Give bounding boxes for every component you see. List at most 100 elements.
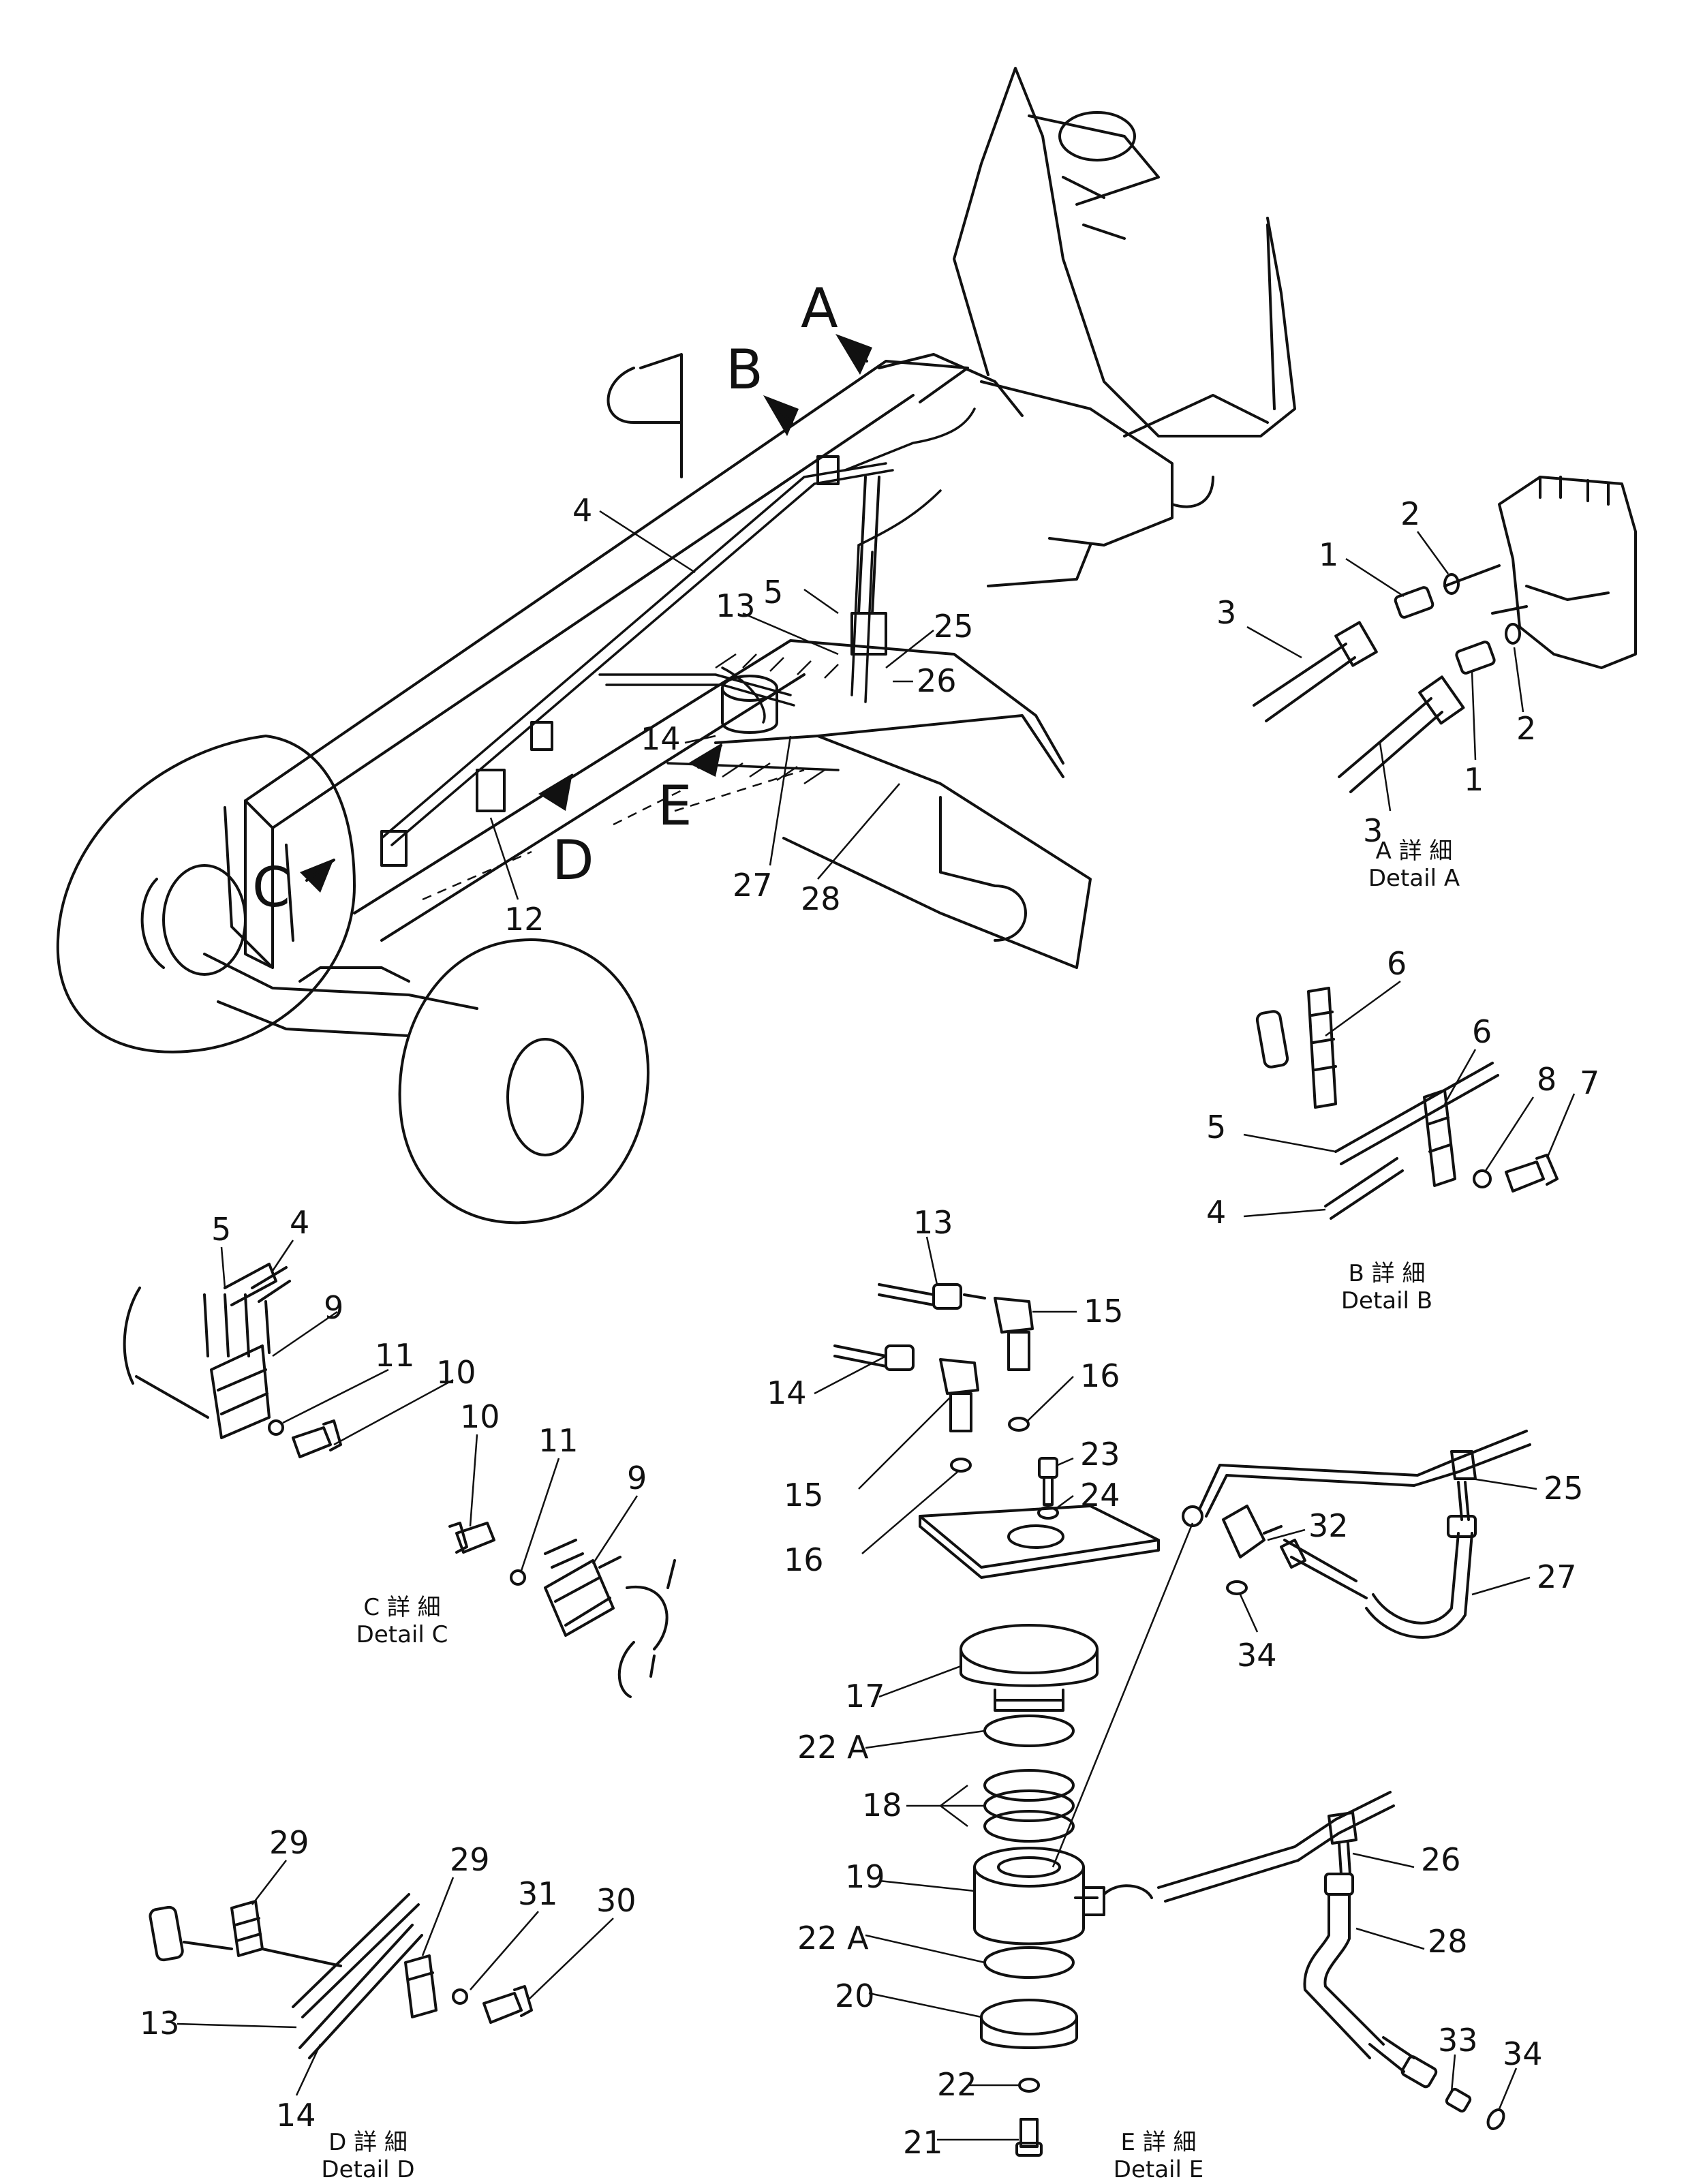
callout-10: 10	[436, 1354, 476, 1391]
detail-e-callouts: 13 15 16 14 23 24 15 16 17 22 A 18 19 22…	[767, 1204, 1584, 2161]
callout-1: 1	[1464, 761, 1484, 798]
left-tire	[56, 735, 356, 1053]
clamp-d2-location	[476, 769, 506, 812]
view-arrow-a: A	[801, 277, 872, 375]
detail-b: 6 6 7 8 5 4 B 詳 細 Detail B	[1206, 945, 1599, 1314]
callout-26: 26	[917, 662, 957, 699]
rear-support	[939, 796, 1027, 942]
callout-23: 23	[1080, 1436, 1120, 1473]
view-arrow-d: D	[538, 773, 594, 892]
clamp-c-location	[380, 830, 408, 867]
callout-34: 34	[1503, 2035, 1543, 2072]
detail-a-fittings	[1394, 573, 1521, 675]
detail-e-leaders	[814, 1236, 1537, 2141]
steering-wheel	[1058, 111, 1136, 162]
callout-7: 7	[1580, 1064, 1599, 1101]
callout-33: 33	[1438, 2022, 1478, 2059]
callout-29: 29	[269, 1824, 309, 1861]
blade	[714, 714, 1092, 969]
callout-2: 2	[1400, 495, 1420, 532]
callout-22A: 22 A	[797, 1729, 869, 1766]
callout-15: 15	[784, 1477, 824, 1513]
detail-d-jp-title: D 詳 細	[328, 2129, 408, 2156]
callout-30: 30	[596, 1882, 636, 1919]
detail-d: 29 29 31 30 13 14 D 詳 細 Detail D	[140, 1824, 636, 2183]
detail-e: 13 15 16 14 23 24 15 16 17 22 A 18 19 22…	[767, 1204, 1584, 2183]
callout-32: 32	[1308, 1507, 1349, 1544]
detail-e-upper-fittings	[833, 1283, 1059, 1520]
callout-5: 5	[1206, 1109, 1226, 1145]
detail-c-title: Detail C	[356, 1621, 448, 1648]
detail-a: 1 2 3 2 1 3 A 詳 細 Detail A	[1216, 476, 1637, 892]
detail-d-leaders	[177, 1860, 614, 2096]
callout-19: 19	[845, 1858, 885, 1895]
detail-d-callouts: 29 29 31 30 13 14	[140, 1824, 636, 2134]
callout-14: 14	[767, 1374, 807, 1411]
detail-e-jp-title: E 詳 細	[1120, 2129, 1196, 2156]
callout-28: 28	[1428, 1923, 1468, 1960]
view-marker-d: D	[552, 829, 594, 892]
detail-b-callouts: 6 6 7 8 5 4	[1206, 945, 1599, 1231]
callout-6: 6	[1387, 945, 1407, 982]
view-arrow-e: E	[658, 743, 722, 837]
callout-11: 11	[538, 1422, 579, 1459]
callout-13: 13	[913, 1204, 953, 1241]
detail-c-leaders	[220, 1240, 639, 1571]
detail-c-parts-upper	[123, 1263, 342, 1458]
callout-1: 1	[1319, 536, 1338, 573]
main-leaders	[489, 510, 934, 900]
callout-13: 13	[716, 587, 756, 624]
callout-27: 27	[1537, 1558, 1577, 1595]
callout-22A: 22 A	[797, 1920, 869, 1956]
front-axle	[203, 953, 478, 1037]
callout-26: 26	[1421, 1841, 1461, 1878]
tie-rod	[607, 353, 683, 478]
detail-c: 5 4 9 11 10 10 11 9 C 詳 細 Detail C	[123, 1204, 676, 1698]
detail-d-parts	[149, 1893, 533, 2059]
callout-10: 10	[460, 1398, 500, 1435]
detail-b-title: Detail B	[1341, 1287, 1432, 1314]
detail-a-hoses	[1253, 621, 1465, 793]
clamp-b-location	[816, 455, 840, 485]
detail-b-leaders	[1243, 980, 1576, 1218]
main-callouts: 4 5 13 25 26 14 27 28 12	[504, 492, 974, 938]
callout-4: 4	[290, 1204, 309, 1241]
callout-25: 25	[934, 608, 974, 645]
detail-a-callouts: 1 2 3 2 1 3	[1216, 495, 1536, 849]
callout-28: 28	[801, 880, 841, 917]
callout-16: 16	[784, 1541, 824, 1578]
swivel-joint-stack	[960, 1624, 1105, 2157]
detail-e-title: Detail E	[1114, 2156, 1203, 2183]
view-marker-a: A	[801, 277, 838, 340]
callout-29: 29	[450, 1841, 490, 1878]
view-marker-e: E	[658, 774, 692, 837]
detail-a-title: Detail A	[1368, 865, 1460, 892]
callout-20: 20	[835, 1978, 875, 2014]
detail-c-parts-lower	[448, 1522, 676, 1698]
mounting-plate	[919, 1505, 1160, 1579]
callout-22: 22	[937, 2066, 977, 2103]
callout-4: 4	[572, 492, 592, 529]
callout-17: 17	[845, 1678, 885, 1714]
detail-a-jp-title: A 詳 細	[1376, 837, 1453, 865]
callout-6: 6	[1472, 1013, 1492, 1050]
callout-24: 24	[1080, 1477, 1120, 1513]
machine-assembly	[56, 67, 1296, 1225]
main-frame	[244, 353, 1064, 969]
detail-e-hoses	[1074, 1430, 1531, 2130]
callout-3: 3	[1363, 812, 1383, 849]
callout-9: 9	[324, 1289, 343, 1326]
callout-2: 2	[1516, 710, 1536, 747]
center-cylinder	[850, 476, 887, 656]
detail-a-leaders	[1246, 531, 1524, 812]
detail-d-title: Detail D	[321, 2156, 414, 2183]
callout-13: 13	[140, 2005, 180, 2042]
view-marker-b: B	[726, 338, 763, 401]
control-valve	[1443, 476, 1637, 669]
swivel-joint-location	[721, 675, 778, 734]
callout-16: 16	[1080, 1357, 1120, 1394]
callout-14: 14	[276, 2097, 316, 2134]
callout-27: 27	[733, 867, 773, 904]
callout-34: 34	[1237, 1637, 1277, 1674]
